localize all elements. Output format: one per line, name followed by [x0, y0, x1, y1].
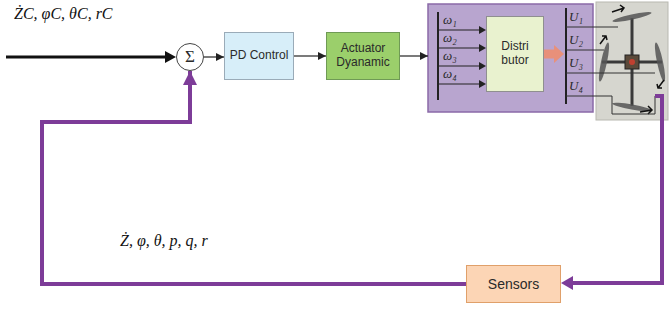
signal-name: ω₂: [443, 31, 457, 46]
input-wires: [438, 30, 480, 84]
node-text: Sensors: [488, 276, 539, 292]
output-wire: [573, 96, 662, 283]
wire: [566, 27, 618, 28]
signal-label: Ż, φ, θ, p, q, r: [118, 232, 210, 250]
signal-name: ω₃: [443, 49, 457, 64]
node-text: Distri butor: [490, 40, 540, 68]
bus-bar: [565, 8, 567, 104]
signal-arrow: [204, 56, 224, 57]
bus-bar: [437, 12, 439, 100]
signal-name: U₃: [569, 56, 583, 71]
propeller: [612, 101, 652, 113]
signal-name: U₁: [569, 10, 583, 25]
control-box: PD Control: [224, 32, 294, 80]
input-arrow: [6, 56, 167, 59]
signal-name: U₂: [569, 33, 583, 48]
signal-arrow: [294, 55, 326, 56]
node-text: Actuator Dyanamic: [330, 42, 396, 70]
signal-name: ω₁: [443, 13, 457, 28]
quadrotor-photo: [596, 2, 668, 120]
arrow-heads: [479, 26, 486, 88]
arrow-head: [479, 62, 486, 70]
signal-arrow: [400, 55, 428, 56]
signal-name: ω₄: [443, 67, 457, 82]
arrow-head: [561, 276, 573, 290]
photo-ground: [596, 2, 668, 120]
node-text: PD Control: [230, 49, 289, 63]
summing-junction: Σ: [176, 43, 204, 71]
propeller: [597, 42, 611, 82]
arrow-head: [554, 45, 564, 63]
arrow-head: [479, 26, 486, 34]
rotation-arrow: [640, 106, 652, 114]
rotation-arrow: [612, 5, 624, 12]
actuator-box: Actuator Dyanamic: [326, 32, 400, 80]
arrow-head: [479, 80, 486, 88]
wire: [566, 96, 655, 114]
wire: [566, 50, 604, 51]
drone-body: [625, 55, 639, 69]
signal-name: U₄: [569, 79, 583, 94]
wire: [438, 83, 480, 84]
arrow-head: [165, 51, 176, 63]
controller-group: Distri butor ω₁ ω₂ ω₃ ω₄ U₁ U₂ U₃ U₄: [428, 4, 593, 112]
propeller: [612, 10, 652, 23]
arrow-head: [479, 44, 486, 52]
node-text: Σ: [185, 47, 195, 67]
wire: [566, 73, 655, 74]
propeller: [653, 42, 667, 82]
distributor-box: Distri butor: [486, 16, 544, 92]
drone-board: [629, 59, 635, 65]
photo-frame: [596, 2, 668, 120]
rotation-arrow: [600, 36, 607, 44]
signal-label: ŻC, φC, θC, rC: [14, 5, 113, 23]
output-wires: [566, 27, 655, 114]
sensor-box: Sensors: [466, 265, 561, 303]
rotation-arrow: [657, 80, 664, 88]
signal-arrow: [42, 71, 466, 284]
